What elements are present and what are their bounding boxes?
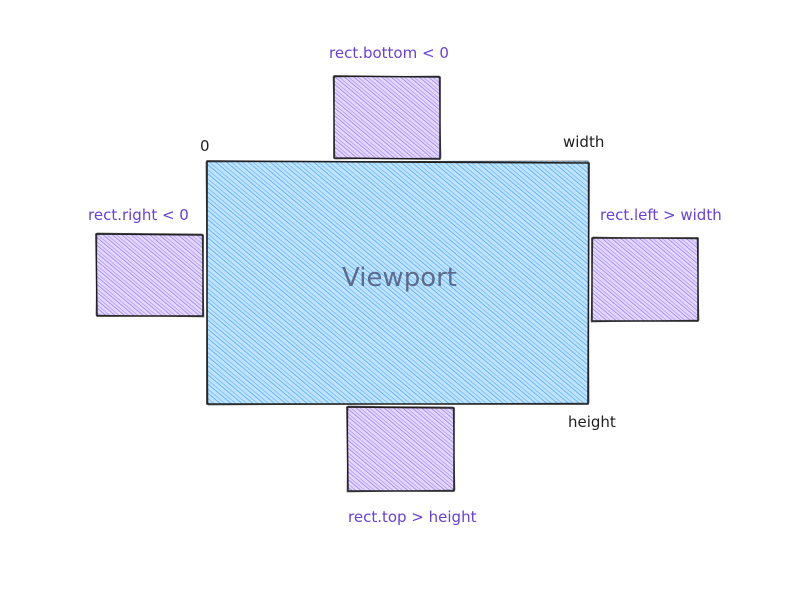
- top-box-label: rect.bottom < 0: [329, 44, 449, 62]
- origin-label: 0: [200, 137, 210, 155]
- width-label: width: [563, 133, 605, 151]
- viewport-rect: [205, 160, 590, 406]
- bottom-box-label: rect.top > height: [348, 508, 477, 526]
- box-right-outside: [590, 236, 700, 323]
- left-box-label: rect.right < 0: [88, 206, 189, 224]
- box-top-outside: [332, 75, 442, 160]
- box-left-outside: [95, 232, 205, 318]
- height-label: height: [568, 413, 616, 431]
- viewport-label: Viewport: [342, 263, 457, 293]
- box-bottom-outside: [346, 405, 456, 493]
- right-box-label: rect.left > width: [600, 206, 722, 224]
